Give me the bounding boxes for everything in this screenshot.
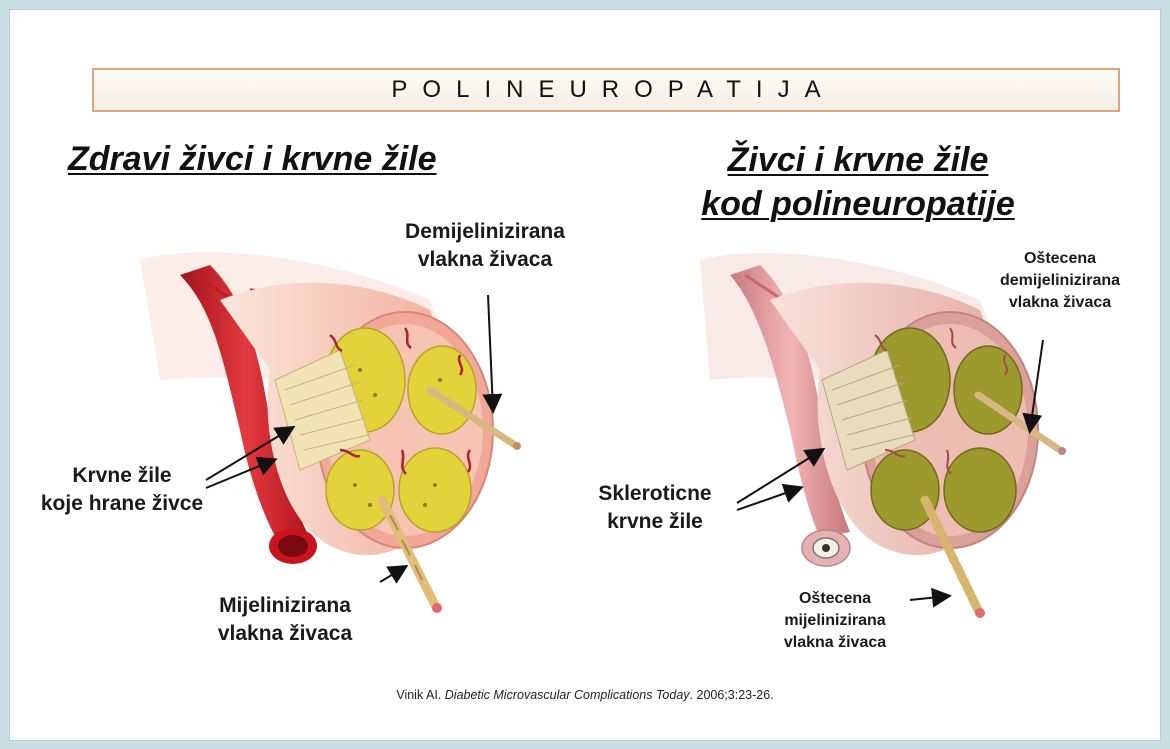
citation: Vinik AI. Diabetic Microvascular Complic… [10, 688, 1160, 702]
label-demyelinated: Demijelinizirana vlakna živaca [380, 218, 590, 274]
healthy-fascicle [408, 346, 476, 434]
healthy-fascicle [399, 448, 471, 532]
damaged-fascicle [944, 448, 1016, 532]
label-blood-vessels: Krvne žile koje hrane živce [22, 462, 222, 518]
nerve-illustrations [10, 10, 1160, 740]
arrow-myelinated [380, 567, 405, 582]
arrow-sclerotic-2 [737, 488, 800, 510]
arrow-damaged-myelinated [910, 596, 948, 600]
label-damaged-demyelinated: Oštecena demijelinizirana vlakna živaca [980, 248, 1140, 314]
label-myelinated: Mijelinizirana vlakna živaca [185, 592, 385, 648]
healthy-fascicle [326, 450, 394, 530]
label-damaged-myelinated: Oštecena mijelinizirana vlakna živaca [760, 588, 910, 654]
label-sclerotic: Skleroticne krvne žile [580, 480, 730, 536]
slide: POLINEUROPATIJA Zdravi živci i krvne žil… [9, 9, 1161, 741]
healthy-nerve-illustration [140, 252, 521, 613]
